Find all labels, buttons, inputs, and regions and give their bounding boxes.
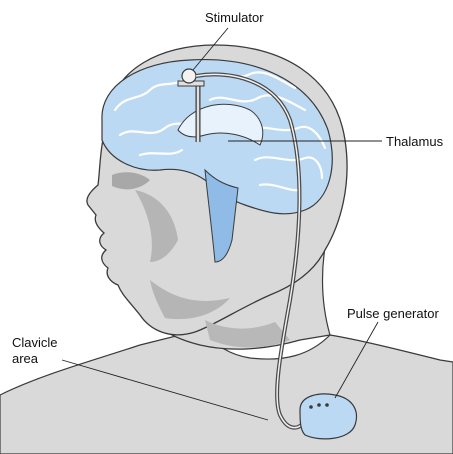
pulse-generator-device <box>300 394 356 439</box>
label-pulse-generator: Pulse generator <box>347 306 439 322</box>
label-thalamus: Thalamus <box>386 134 443 150</box>
label-clavicle-area: Clavicle area <box>12 335 72 367</box>
label-clavicle-line1: Clavicle <box>12 335 72 351</box>
label-clavicle-line2: area <box>12 351 72 367</box>
label-stimulator: Stimulator <box>205 10 264 26</box>
